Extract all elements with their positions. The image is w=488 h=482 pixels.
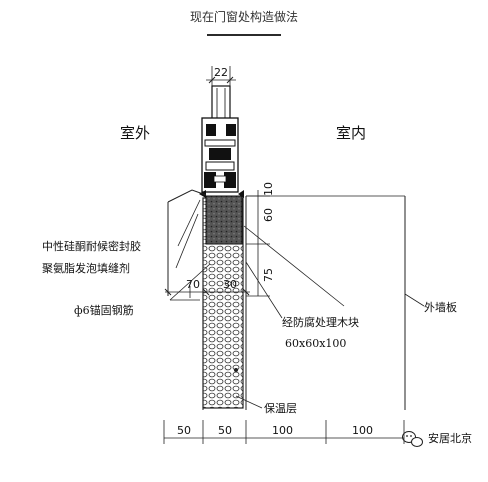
callout-sealant: 中性硅酮耐候密封胶	[42, 239, 141, 253]
callout-wood-block-size: 60x60x100	[285, 337, 346, 350]
callout-exterior-wall: 外墙板	[424, 300, 457, 314]
dim-70: 70	[186, 278, 200, 291]
wood-block	[205, 195, 243, 245]
page-title: 现在门窗处构造做法	[189, 10, 298, 24]
dim-30: 30	[223, 278, 237, 291]
dim-bottom-2: 50	[218, 424, 232, 437]
dim-75: 75	[262, 268, 275, 282]
wechat-icon	[402, 431, 423, 447]
dim-bottom-4: 100	[352, 424, 373, 437]
callout-wood-block: 经防腐处理木块	[282, 315, 359, 329]
callout-foam: 聚氨脂发泡填缝剂	[42, 261, 130, 275]
sill-flashing	[167, 189, 207, 203]
dim-frame-width: 22	[214, 66, 228, 79]
dim-bottom-1: 50	[177, 424, 191, 437]
watermark: 安居北京	[402, 431, 472, 447]
dim-bottom-3: 100	[272, 424, 293, 437]
callout-insulation: 保温层	[264, 401, 297, 415]
callout-anchor-bar: ф6锚固钢筋	[74, 303, 134, 317]
dim-60: 60	[262, 208, 275, 222]
window-frame-profile	[199, 85, 244, 198]
label-outside: 室外	[120, 124, 150, 142]
watermark-text: 安居北京	[428, 431, 472, 445]
dim-10: 10	[262, 182, 275, 196]
title-underline	[207, 34, 281, 36]
label-inside: 室内	[336, 124, 366, 142]
